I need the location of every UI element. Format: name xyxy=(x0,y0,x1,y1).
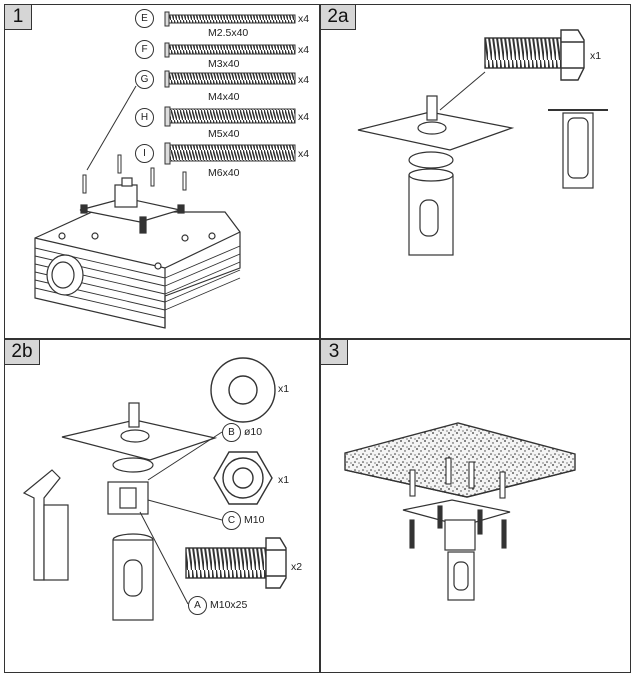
screw-E xyxy=(164,11,296,27)
screw-H xyxy=(164,106,296,127)
screw-I-letter: I xyxy=(135,144,154,163)
ceiling-slab xyxy=(344,422,576,498)
screw-I-qty: x4 xyxy=(298,148,310,160)
screw-F-letter: F xyxy=(135,40,154,59)
part-B-letter: B xyxy=(222,423,241,442)
part-C-letter: C xyxy=(222,511,241,530)
screw-G-qty: x4 xyxy=(298,74,310,86)
ceiling-plate-2a xyxy=(357,95,515,151)
pole-2a xyxy=(408,151,454,256)
panel-3-number: 3 xyxy=(321,340,348,365)
part-B-label: ø10 xyxy=(244,426,263,438)
leader-lines-2b xyxy=(139,431,223,605)
screw-E-qty: x4 xyxy=(298,13,310,25)
part-A-letter: A xyxy=(188,596,207,615)
screw-H-letter: H xyxy=(135,108,154,127)
part-A-label: M10x25 xyxy=(210,599,248,611)
hex-nut xyxy=(213,451,273,505)
screw-F-size: M3x40 xyxy=(208,58,240,70)
pole-side-2b xyxy=(22,469,69,581)
screw-G-letter: G xyxy=(135,70,154,89)
hex-bolt-2a xyxy=(484,29,585,81)
panel-1-number: 1 xyxy=(5,5,32,30)
part-C-label: M10 xyxy=(244,514,265,526)
washer-qty: x1 xyxy=(278,383,290,395)
screw-G xyxy=(164,70,296,88)
bolt-2b-qty: x2 xyxy=(291,561,303,573)
screw-H-size: M5x40 xyxy=(208,128,240,140)
panel-2a-number: 2a xyxy=(321,5,356,30)
ceiling-plate-2b xyxy=(61,402,218,461)
screw-E-size: M2.5x40 xyxy=(208,27,249,39)
mount-plate-3 xyxy=(402,499,511,601)
mount-spider xyxy=(79,177,185,234)
hex-bolt-2b xyxy=(185,537,287,589)
panel-2b-number: 2b xyxy=(5,340,40,365)
bolt-2a-qty: x1 xyxy=(590,50,602,62)
lag-bolts xyxy=(409,505,507,549)
joint-assembly xyxy=(107,457,154,621)
pole-side-2a xyxy=(548,109,608,189)
anchors xyxy=(409,457,506,499)
projector xyxy=(34,211,241,329)
screw-G-size: M4x40 xyxy=(208,91,240,103)
screw-I xyxy=(164,142,296,165)
screw-H-qty: x4 xyxy=(298,111,310,123)
small-screws xyxy=(82,154,187,194)
screw-I-size: M6x40 xyxy=(208,167,240,179)
screw-E-letter: E xyxy=(135,9,154,28)
panel-divider-horizontal xyxy=(4,338,631,340)
washer xyxy=(210,357,276,423)
nut-qty: x1 xyxy=(278,474,290,486)
screw-F-qty: x4 xyxy=(298,44,310,56)
screw-F xyxy=(164,42,296,58)
